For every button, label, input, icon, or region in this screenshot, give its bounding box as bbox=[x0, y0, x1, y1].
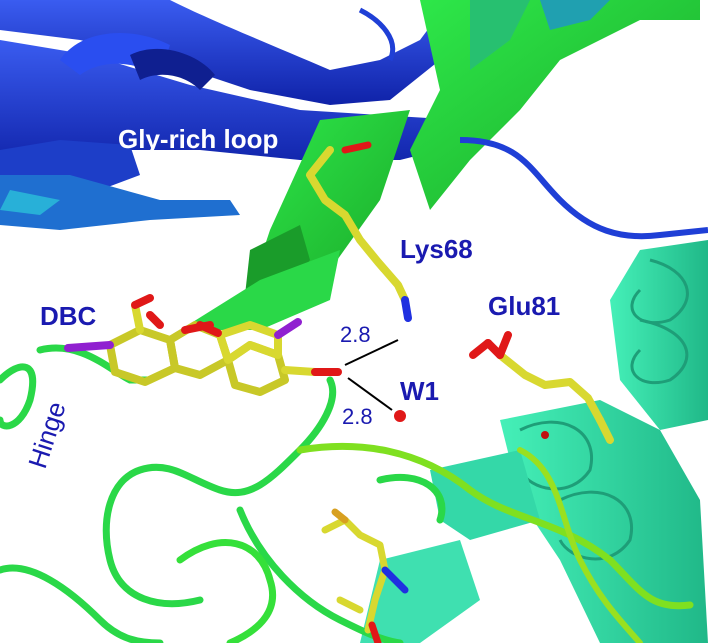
label-w1: W1 bbox=[400, 376, 439, 406]
glu81-side-chain bbox=[469, 331, 614, 444]
green-sheet-top-right bbox=[410, 0, 700, 210]
lys68-side-chain bbox=[306, 141, 412, 322]
blue-loop bbox=[459, 137, 708, 240]
label-gly-rich-loop: Gly-rich loop bbox=[118, 124, 278, 154]
label-glu81: Glu81 bbox=[488, 291, 560, 321]
water-small bbox=[541, 431, 549, 439]
mint-helix-right bbox=[360, 240, 708, 643]
coil-loops-lower bbox=[0, 344, 694, 643]
blue-loop-top bbox=[358, 7, 396, 62]
dbc-ligand bbox=[64, 294, 342, 396]
hbond-w1 bbox=[347, 377, 393, 411]
hydrogen-bonds bbox=[344, 339, 399, 411]
distance-w1: 2.8 bbox=[342, 404, 373, 429]
distance-lys68: 2.8 bbox=[340, 322, 371, 347]
label-lys68: Lys68 bbox=[400, 234, 473, 264]
label-dbc: DBC bbox=[40, 301, 97, 331]
water-w1 bbox=[394, 410, 406, 422]
lower-side-chain bbox=[321, 508, 409, 643]
hbond-lys68 bbox=[344, 339, 399, 366]
